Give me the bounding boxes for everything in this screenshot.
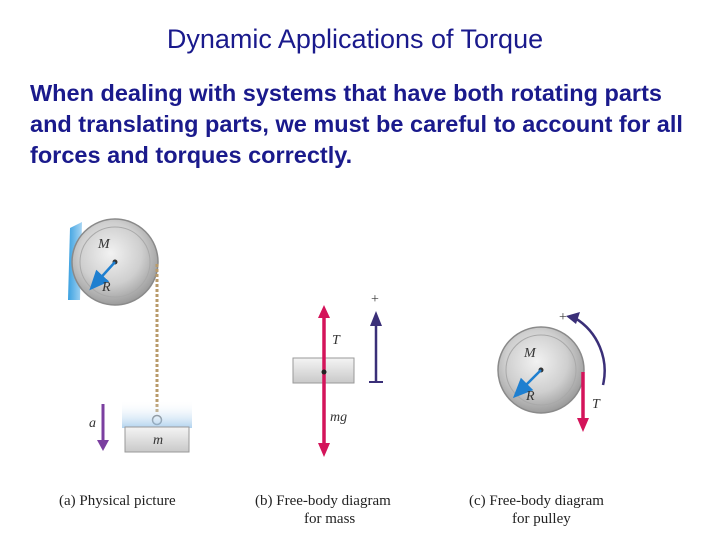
tension-label: T (332, 333, 341, 348)
pulley-c-mass-label: M (523, 346, 537, 361)
panel-fbd-mass: T mg + (b) Free-body diagram for mass (255, 292, 391, 527)
caption-c-line1: (c) Free-body diagram (469, 493, 604, 509)
panel-physical-picture: M R m a (a) Physical picture (59, 218, 192, 509)
caption-b-line1: (b) Free-body diagram (255, 493, 391, 509)
slide-title: Dynamic Applications of Torque (166, 24, 544, 54)
pulley-mass-label: M (97, 237, 111, 252)
acceleration-arrowhead (97, 440, 109, 451)
rotation-direction-arrowhead (566, 312, 580, 324)
hanging-block (124, 426, 190, 453)
plus-sign-b: + (371, 292, 379, 307)
block-mass-label: m (153, 433, 163, 448)
weight-arrowhead (318, 443, 330, 457)
pulley-rim (79, 226, 151, 298)
slide-body-text: When dealing with systems that have both… (30, 80, 683, 168)
mass-center-dot (321, 369, 327, 375)
pulley-tension-label: T (592, 397, 601, 412)
weight-label: mg (330, 410, 347, 425)
pulley-tension-arrowhead (577, 418, 589, 432)
radius-label: R (101, 280, 111, 295)
panel-fbd-pulley: M R T + (c) Free-body diagram for pulley (469, 310, 606, 527)
plus-sign-c: + (559, 310, 567, 325)
pulley-c-rim (505, 334, 577, 406)
radius-c-label: R (525, 389, 535, 404)
radius-c-arrow (512, 369, 542, 399)
tension-arrowhead (318, 305, 330, 318)
caption-c-line2: for pulley (512, 511, 571, 527)
block-glow (122, 400, 192, 428)
caption-a: (a) Physical picture (59, 493, 176, 509)
acceleration-label: a (89, 416, 96, 431)
rotation-direction-arc (574, 316, 606, 386)
positive-direction-arrowhead (370, 311, 382, 326)
radius-arrow (89, 261, 116, 291)
caption-b-line2: for mass (304, 511, 355, 527)
